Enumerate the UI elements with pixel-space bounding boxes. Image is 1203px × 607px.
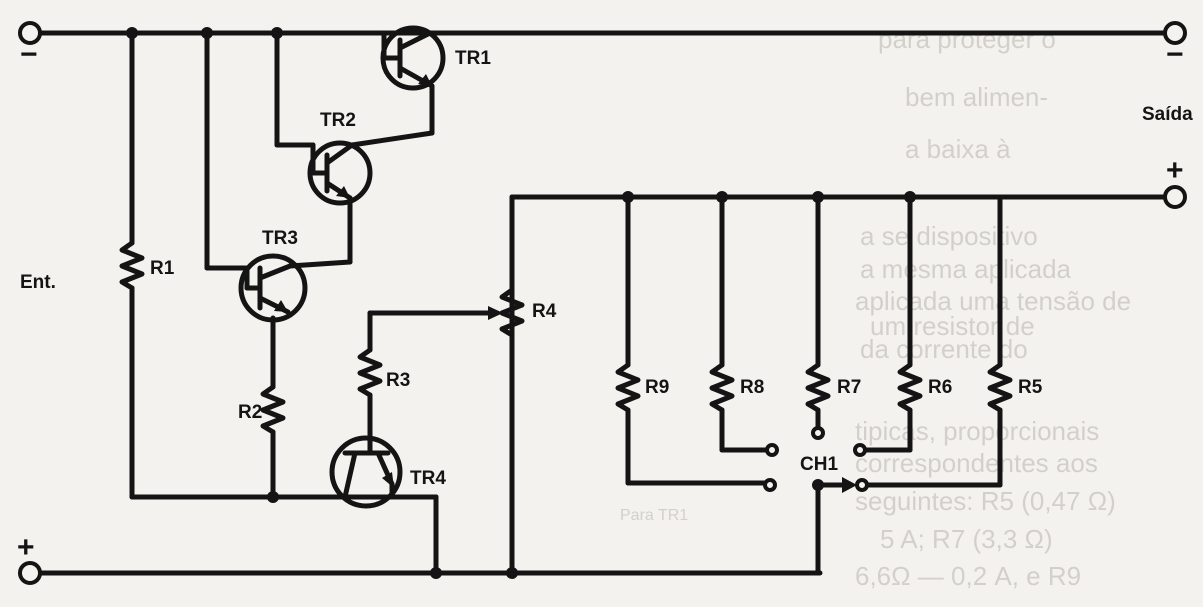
ch1-contact [763,478,777,492]
input-negative-terminal: − [18,21,42,71]
bg-text-line: aplicada uma tensão de [855,286,1131,316]
bg-text-line: a baixa à [905,134,1011,164]
plus-sign: + [1166,154,1184,187]
background-text: para proteger o bem alimen- a baixa à a … [620,24,1131,591]
tr2-label: TR2 [320,110,356,131]
input-label: Ent. [20,272,56,293]
ch1-contact [853,443,867,457]
resistor-r6: R6 [859,194,952,453]
resistor-r7: R7 [805,194,861,431]
transistor-tr2: TR2 [274,30,435,265]
resistor-r2: R2 [238,384,286,500]
ch1-contact [855,478,869,492]
transistor-tr3: TR3 [204,30,353,390]
bg-text-line: 6,6Ω — 0,2 A, e R9 [855,561,1081,591]
bg-text-line: a mesma aplicada [860,254,1072,284]
output-positive-terminal: + [1163,154,1187,209]
minus-sign: − [20,38,38,71]
transistor-tr4: TR4 [329,435,446,576]
tr4-label: TR4 [410,468,446,489]
output-label: Saída [1142,104,1193,125]
r9-label: R9 [645,377,669,398]
r3-label: R3 [386,370,410,391]
bg-text-line: para proteger o [878,24,1056,54]
r1-label: R1 [150,258,175,279]
junctions [126,27,916,579]
bg-text-line: um resistor de [870,311,1035,341]
resistor-r5: R5 [859,194,1043,488]
bg-text-line: 5 A; R7 (3,3 Ω) [880,524,1053,554]
positive-output-rail [509,194,1168,576]
potentiometer-r4: R4 [367,287,557,338]
tr1-label: TR1 [455,48,491,69]
transistor-tr1: TR1 [380,25,491,136]
plus-sign: + [17,531,35,564]
input-positive-terminal: + [17,531,42,585]
bg-text-line: da corrente do [860,334,1028,364]
r2-label: R2 [238,402,262,423]
r6-label: R6 [928,377,952,398]
r7-label: R7 [837,377,861,398]
tr3-label: TR3 [262,228,298,249]
resistor-r3: R3 [357,310,410,450]
ch1-label: CH1 [800,454,838,475]
bg-text-line: seguintes: R5 (0,47 Ω) [855,486,1116,516]
resistor-r9: R9 [615,194,769,486]
ch1-contact [765,443,779,457]
r5-label: R5 [1018,377,1043,398]
output-negative-terminal: − [1163,21,1187,71]
r4-label: R4 [532,301,557,322]
r8-label: R8 [740,377,764,398]
ch1-contact [811,426,825,440]
bg-text-line: bem alimen- [905,82,1048,112]
bg-text-line: a se dispositivo [860,221,1038,251]
switch-ch1: CH1 [763,426,869,576]
bg-text-line: correspondentes aos [855,448,1098,478]
bg-text-line: Para TR1 [620,507,688,524]
minus-sign: − [1166,38,1184,71]
resistor-r8: R8 [709,194,773,453]
bg-text-line: tipicas, proporcionais [855,416,1099,446]
